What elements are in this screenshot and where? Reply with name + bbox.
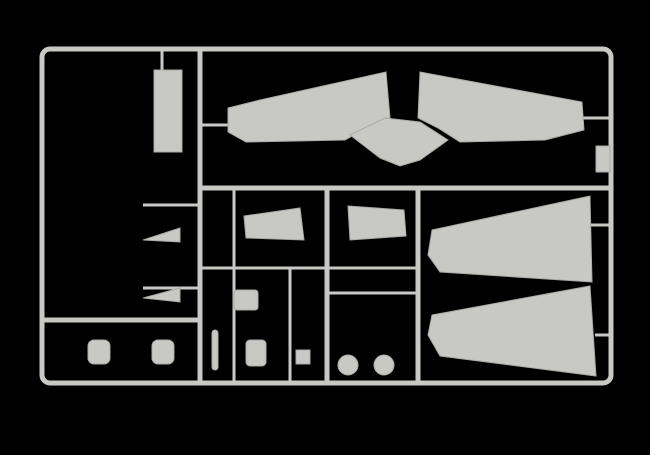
part-fuselage-lower [427,285,597,377]
part-small-b [142,287,181,303]
part-tab [595,145,611,173]
part-tailplane-1 [243,207,305,241]
part-stick [211,329,219,371]
kit-parts [87,69,611,377]
part-wing-center [349,117,449,167]
part-small-a [142,227,181,243]
part-wheel-1 [337,354,359,376]
part-cockpit-panel [153,69,183,153]
sprue-frame [39,46,614,386]
part-seat-1 [87,339,111,365]
part-block [233,289,259,311]
part-tailplane-2 [347,205,407,241]
part-engine [245,339,267,367]
part-fuselage-upper [427,195,593,283]
part-seat-2 [151,339,175,365]
part-wing-right [417,71,585,143]
part-detail [295,349,311,365]
part-wheel-2 [373,354,395,376]
